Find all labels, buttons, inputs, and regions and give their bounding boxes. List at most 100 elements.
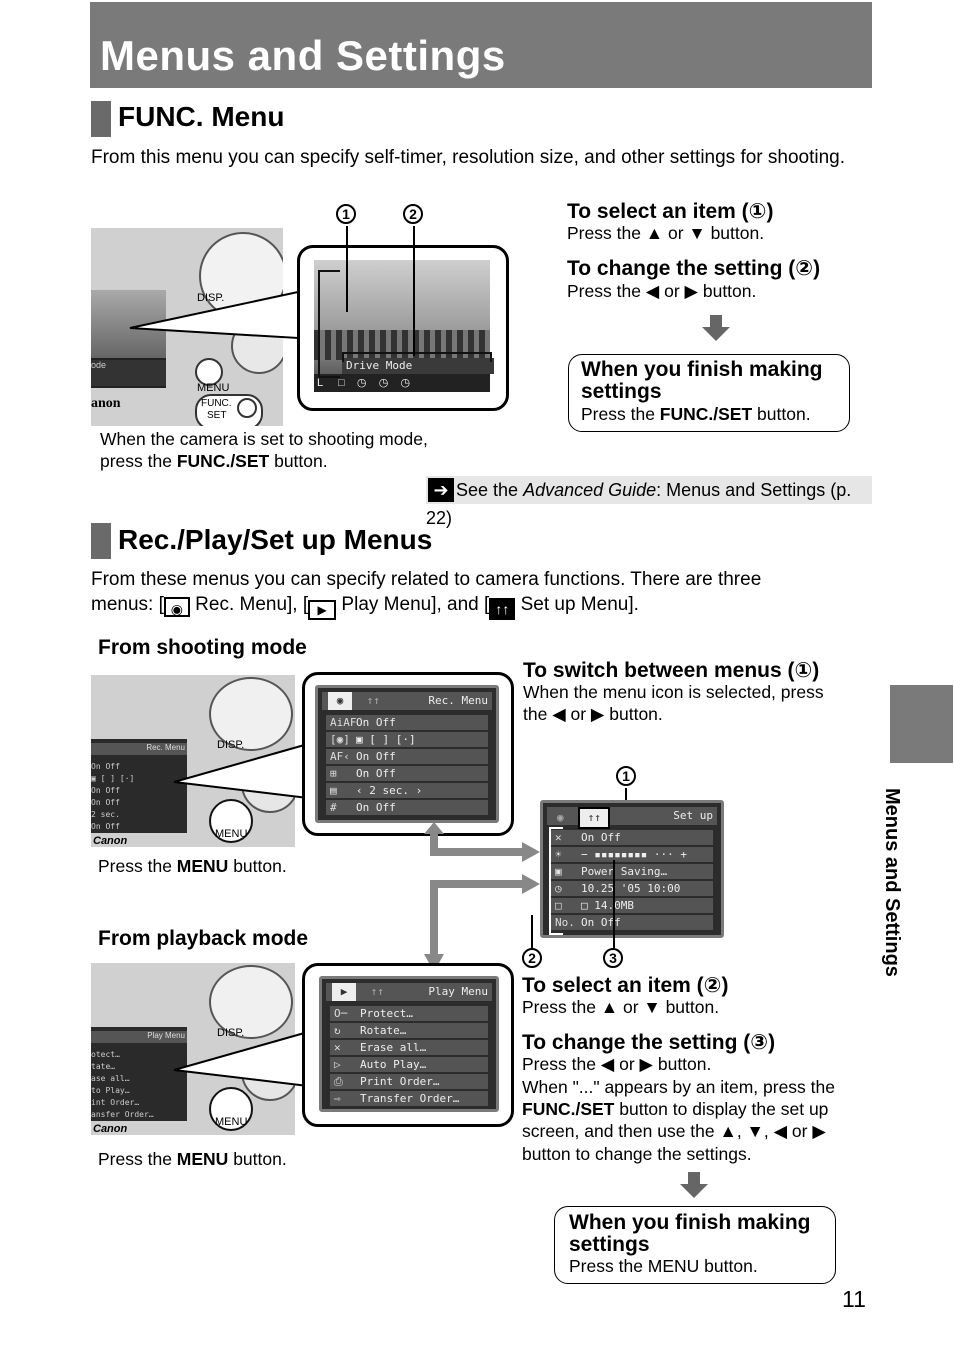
set-label: SET <box>207 410 227 421</box>
func-change-body: Press the ◀ or ▶ button. <box>567 281 757 301</box>
func-change-title: To change the setting (②) <box>567 257 821 280</box>
setup-left-bracket <box>549 827 563 935</box>
setup-icon: ↑↑ <box>489 598 516 620</box>
setup-callout-1: 1 <box>616 766 636 786</box>
func-lcd-screen: Drive Mode L □ ◷ ◷ ◷ <box>314 260 494 392</box>
section-marker <box>91 523 111 559</box>
title-bar: Menus and Settings <box>90 2 872 88</box>
rps-change-body-2: When "..." appears by an item, press the <box>522 1077 835 1097</box>
menu-label: MENU <box>215 1116 248 1128</box>
rps-change-title: To change the setting (③) <box>522 1031 776 1054</box>
play-camera-lcd: Play Menu otect…tate…ase all…to Play…int… <box>91 1027 187 1121</box>
func-finish-title-2: settings <box>581 380 662 403</box>
play-menu-header: ▶ ↑↑ Play Menu <box>326 983 492 1001</box>
setup-menu-row: ☀− ▪▪▪▪▪▪▪▪ ··· + <box>551 847 713 862</box>
rps-change-body-1: Press the ◀ or ▶ button. <box>522 1054 712 1074</box>
play-menu-row: ⎙Print Order… <box>330 1074 488 1089</box>
rec-menu-zoom: ◉ ↑↑ Rec. Menu AiAFOn Off [◉]▣ [ ] [·] A… <box>302 672 514 836</box>
setup-menu-title: Set up <box>673 809 713 822</box>
shoot-camera-lcd-header: Rec. Menu <box>91 743 187 755</box>
play-camera-lcd-rows: otect…tate…ase all…to Play…int Order…ans… <box>91 1050 154 1119</box>
play-zoom-wedge <box>173 1030 309 1088</box>
play-menu-title: Play Menu <box>428 985 488 998</box>
page-number: 11 <box>842 1286 866 1312</box>
callout-2-line <box>413 226 415 356</box>
rps-heading: Rec./Play/Set up Menus <box>118 524 433 555</box>
rec-menu-row: #On Off <box>326 800 488 815</box>
play-camera-lcd-header: Play Menu <box>91 1031 187 1043</box>
rec-menu-title: Rec. Menu <box>428 694 488 707</box>
rec-menu-row: AiAFOn Off <box>326 715 488 730</box>
drive-mode-label: Drive Mode <box>342 358 494 374</box>
play-menu-screen: ▶ ↑↑ Play Menu O─Protect… ↻Rotate… ✕Eras… <box>319 976 499 1112</box>
play-menu-row: ⇨Transfer Order… <box>330 1091 488 1106</box>
func-select-body: Press the ▲ or ▼ button. <box>567 223 765 243</box>
rps-select-body: Press the ▲ or ▼ button. <box>522 997 720 1017</box>
drive-mode-options: L □ ◷ ◷ ◷ <box>314 374 490 392</box>
setup-tab-icon: ↑↑ <box>370 985 384 998</box>
from-shooting-label: From shooting mode <box>98 636 307 659</box>
setup-callout-3: 3 <box>603 948 623 968</box>
func-finish-box: When you finish making settings Press th… <box>568 354 850 432</box>
menu-label: MENU <box>215 828 248 840</box>
play-camera-illustration: Play Menu otect…tate…ase all…to Play…int… <box>91 963 295 1135</box>
func-intro: From this menu you can specify self-time… <box>91 147 846 168</box>
setup-menu-row: □□ 14.0MB <box>551 898 713 913</box>
switch-body-1: When the menu icon is selected, press <box>523 682 824 702</box>
down-arrow-icon <box>702 315 730 341</box>
see-reference-bar: ➔See the Advanced Guide: Menus and Setti… <box>426 476 872 528</box>
func-bottom-bracket <box>342 352 492 362</box>
setup-callout-2-line <box>531 915 533 949</box>
callout-1-line <box>346 226 348 312</box>
rps-change-body-3: FUNC./SET button to display the set up <box>522 1099 829 1119</box>
rps-intro-line-2: menus: [◉ Rec. Menu], [▶ Play Menu], and… <box>91 593 639 620</box>
zoom-wedge <box>129 290 299 340</box>
rec-menu-row: ▤‹ 2 sec. › <box>326 783 488 798</box>
menu-switch-arrows <box>424 822 540 972</box>
setup-menu-row: ▣Power Saving… <box>551 864 713 879</box>
mode-dial <box>209 677 293 751</box>
disp-label: DISP. <box>217 1027 245 1039</box>
menu-button-shape <box>209 799 253 843</box>
down-arrow-icon <box>680 1172 708 1198</box>
rec-tab-camera-icon: ◉ <box>328 692 352 710</box>
setup-tab-icon: ↑↑ <box>366 694 380 707</box>
page-title: Menus and Settings <box>100 32 506 79</box>
play-menu-row: ✕Erase all… <box>330 1040 488 1055</box>
func-caption-line-1: When the camera is set to shooting mode, <box>100 429 428 449</box>
play-tab-icon: ▶ <box>332 983 356 1001</box>
func-left-bracket <box>318 270 340 378</box>
rec-menu-row: ⊞On Off <box>326 766 488 781</box>
callout-2: 2 <box>403 204 423 224</box>
side-section-label: Menus and Settings <box>881 788 903 977</box>
setup-callout-2: 2 <box>522 948 542 968</box>
side-tab <box>890 685 953 763</box>
setup-menu-header: ◉ ↑↑ Set up <box>547 807 717 829</box>
rps-change-body-5: button to change the settings. <box>522 1144 752 1164</box>
func-caption-line-2: press the FUNC./SET button. <box>100 451 328 471</box>
arrow-right-icon: ➔ <box>428 478 454 502</box>
menu-label: MENU <box>197 382 230 394</box>
camera-brand: anon <box>91 396 121 411</box>
play-menu-row: O─Protect… <box>330 1006 488 1021</box>
rec-menu-row: [◉]▣ [ ] [·] <box>326 732 488 747</box>
camera-brand: Canon <box>93 835 128 847</box>
rps-finish-title-2: settings <box>569 1233 650 1256</box>
func-finish-body: Press the FUNC./SET button. <box>581 404 811 424</box>
callout-1: 1 <box>336 204 356 224</box>
mode-dial <box>209 965 293 1039</box>
rps-intro-line-1: From these menus you can specify related… <box>91 569 762 590</box>
disp-label: DISP. <box>197 292 225 304</box>
section-marker <box>91 101 111 137</box>
shoot-press-menu: Press the MENU button. <box>98 856 287 876</box>
func-lcd-zoom: Drive Mode L □ ◷ ◷ ◷ <box>297 245 509 411</box>
rec-menu-row: AF‹On Off <box>326 749 488 764</box>
rps-finish-box: When you finish making settings Press th… <box>554 1206 836 1284</box>
rps-finish-body: Press the MENU button. <box>569 1256 758 1276</box>
func-heading: FUNC. Menu <box>118 101 285 132</box>
shoot-zoom-wedge <box>173 742 309 800</box>
play-menu-row: ▷Auto Play… <box>330 1057 488 1072</box>
setup-menu-row: ◷10.25 '05 10:00 <box>551 881 713 896</box>
